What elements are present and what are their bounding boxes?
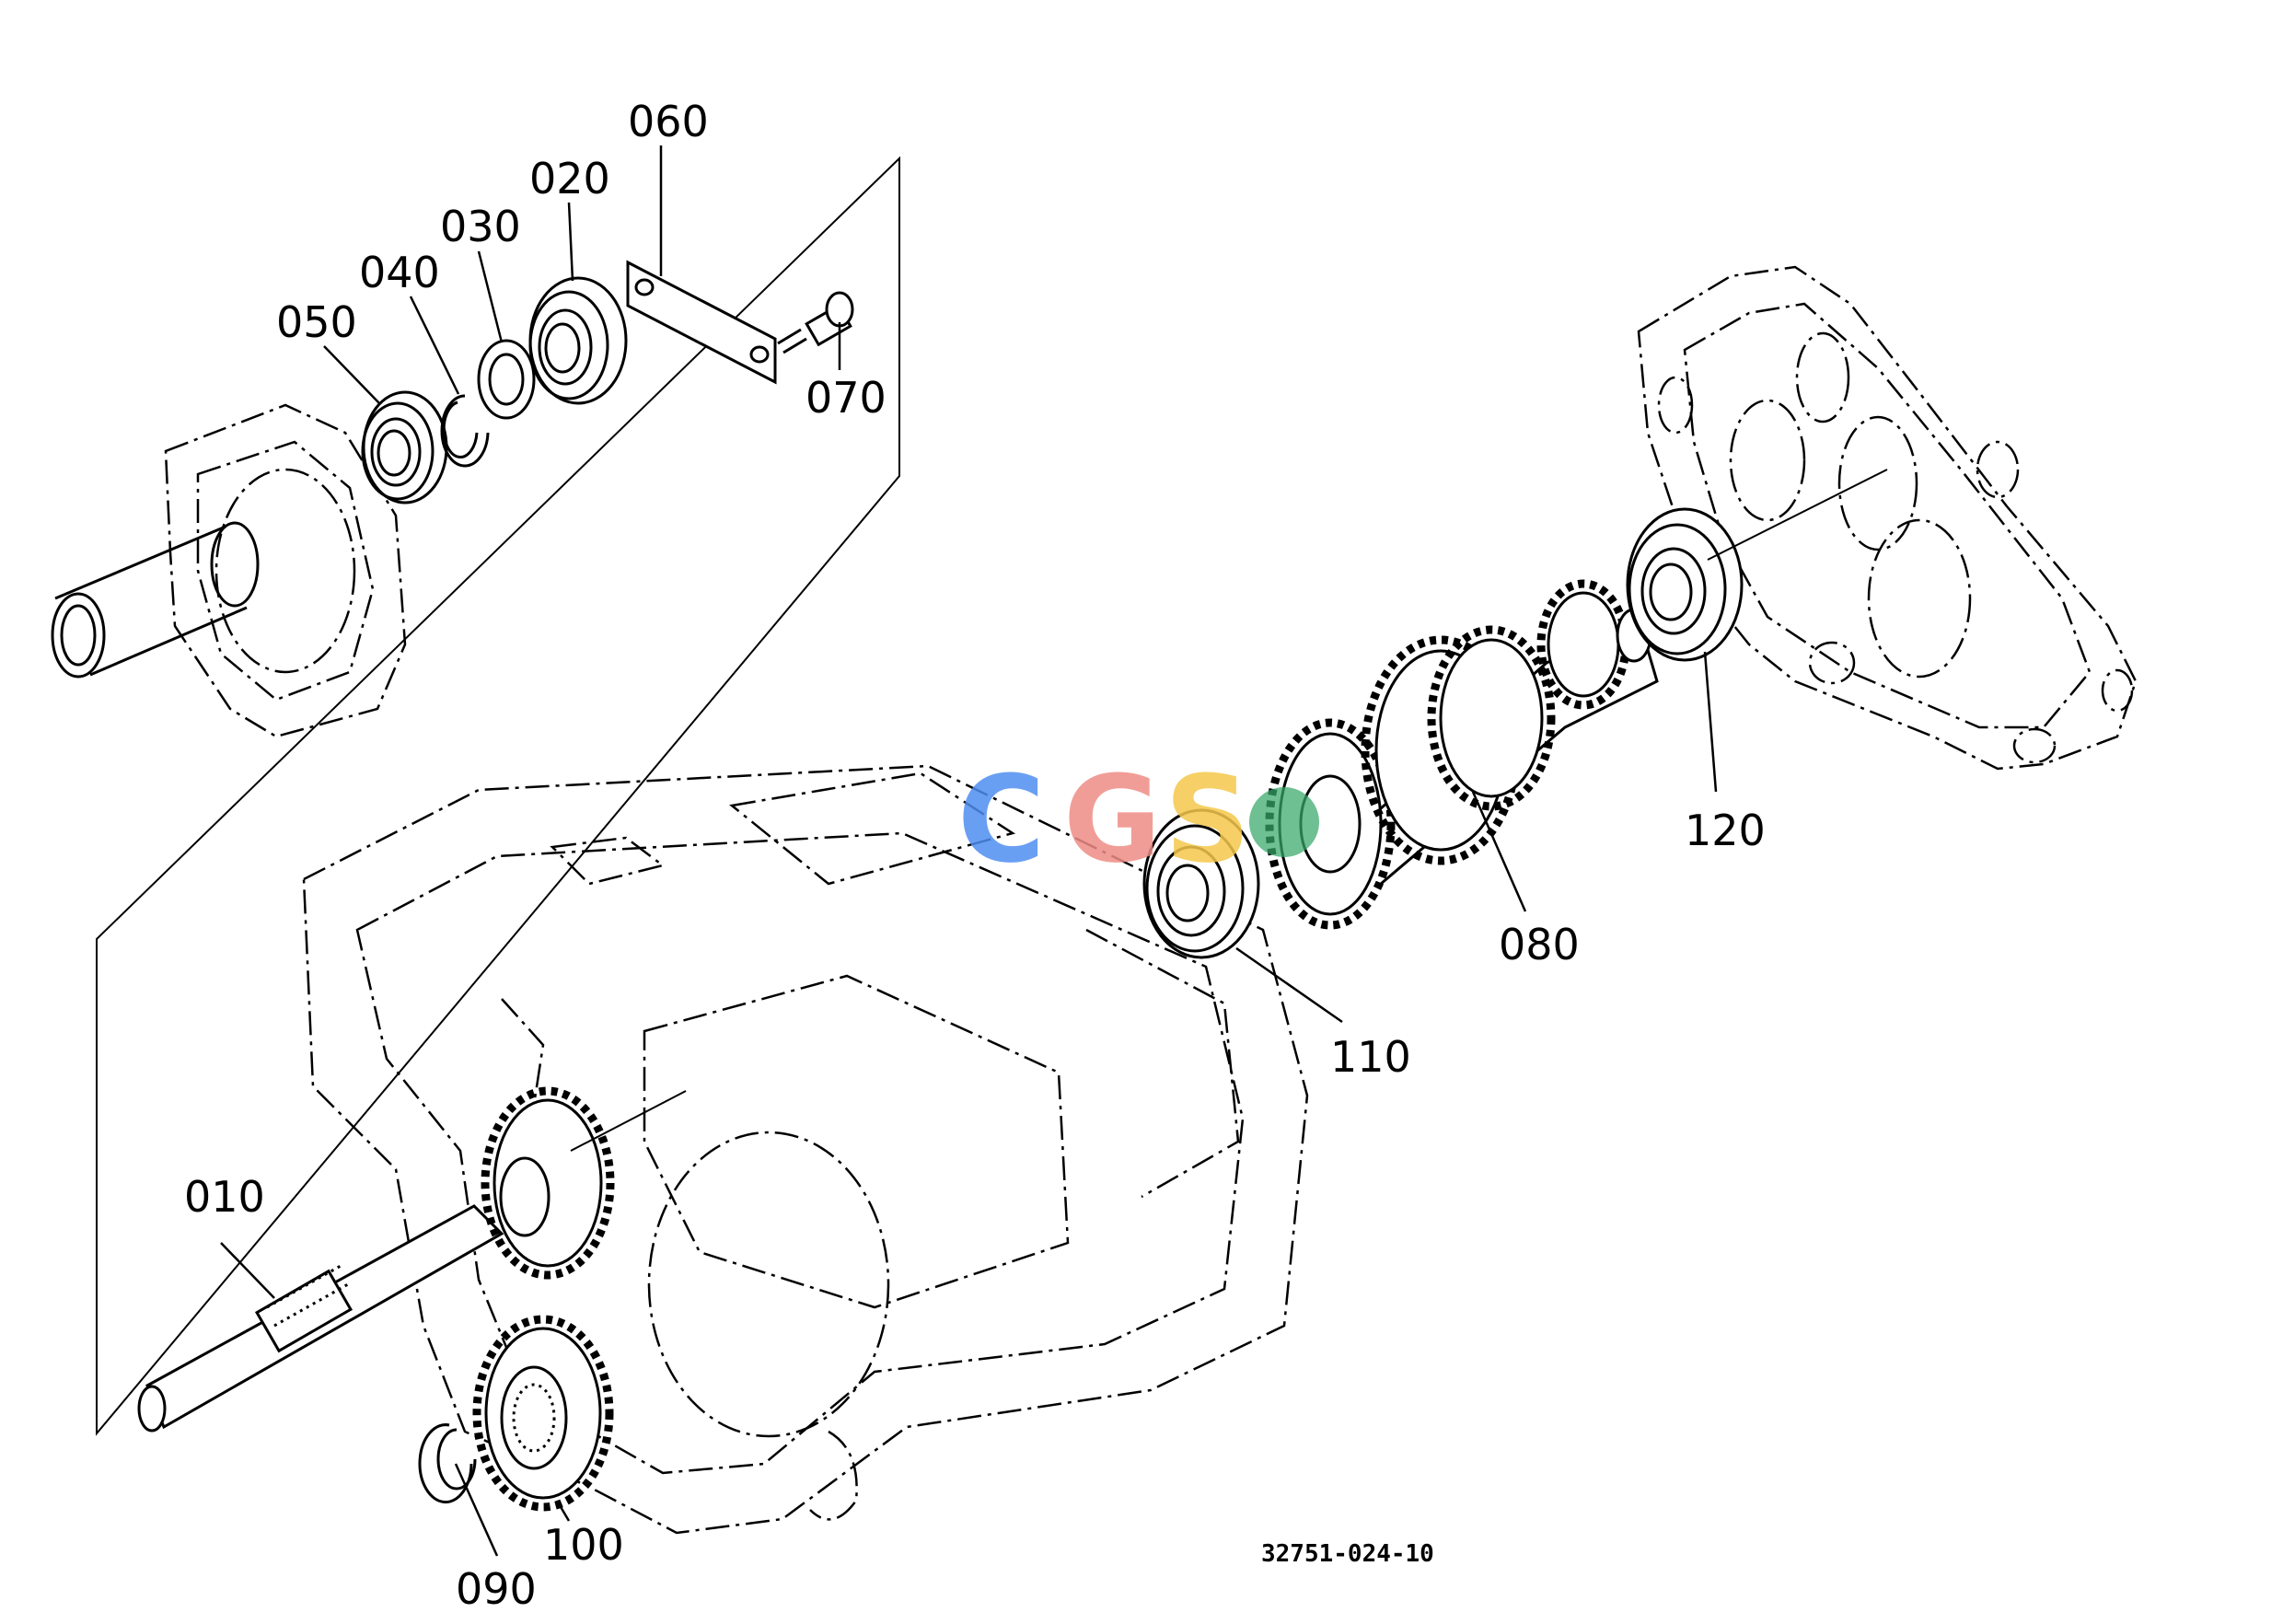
label-110: 110 [1330,1032,1411,1082]
drawing-number: 32751-024-10 [1261,1540,1434,1568]
part-020-bearing [528,276,628,405]
watermark-dot [1249,787,1319,857]
transmission-case [302,764,1309,1535]
part-090-circlip [418,1423,477,1504]
watermark-letter-g: G [1063,749,1162,889]
label-090: 090 [456,1564,537,1614]
part-labels: 010 020 030 040 050 060 070 080 090 100 … [184,97,1766,1614]
part-030-collar [477,339,536,420]
watermark-letter-s: S [1165,749,1251,889]
label-020: 020 [529,154,610,203]
label-100: 100 [543,1520,624,1570]
input-housing [51,403,407,738]
watermark-logo: C G S [957,749,1319,889]
label-030: 030 [440,202,521,251]
part-060-plate [626,260,777,385]
part-080-gear-cluster [1265,579,1659,930]
part-070-bolt [777,291,854,354]
watermark-letter-c: C [957,749,1045,889]
assembly-frame [96,156,900,1436]
label-060: 060 [628,97,709,146]
label-070: 070 [805,373,887,423]
label-050: 050 [276,297,357,347]
leader-lines [220,145,1718,1557]
part-010-shaft [137,1086,687,1433]
axis-line-080 [1707,469,1888,561]
part-100-gear [472,1315,614,1512]
part-040-snap-ring [440,394,490,468]
label-120: 120 [1685,806,1766,855]
part-110-bearing [1142,808,1260,959]
label-040: 040 [359,248,440,297]
part-050-bearing [361,390,448,505]
label-080: 080 [1499,920,1580,969]
label-010: 010 [184,1172,265,1222]
part-120-bearing [1626,507,1744,662]
